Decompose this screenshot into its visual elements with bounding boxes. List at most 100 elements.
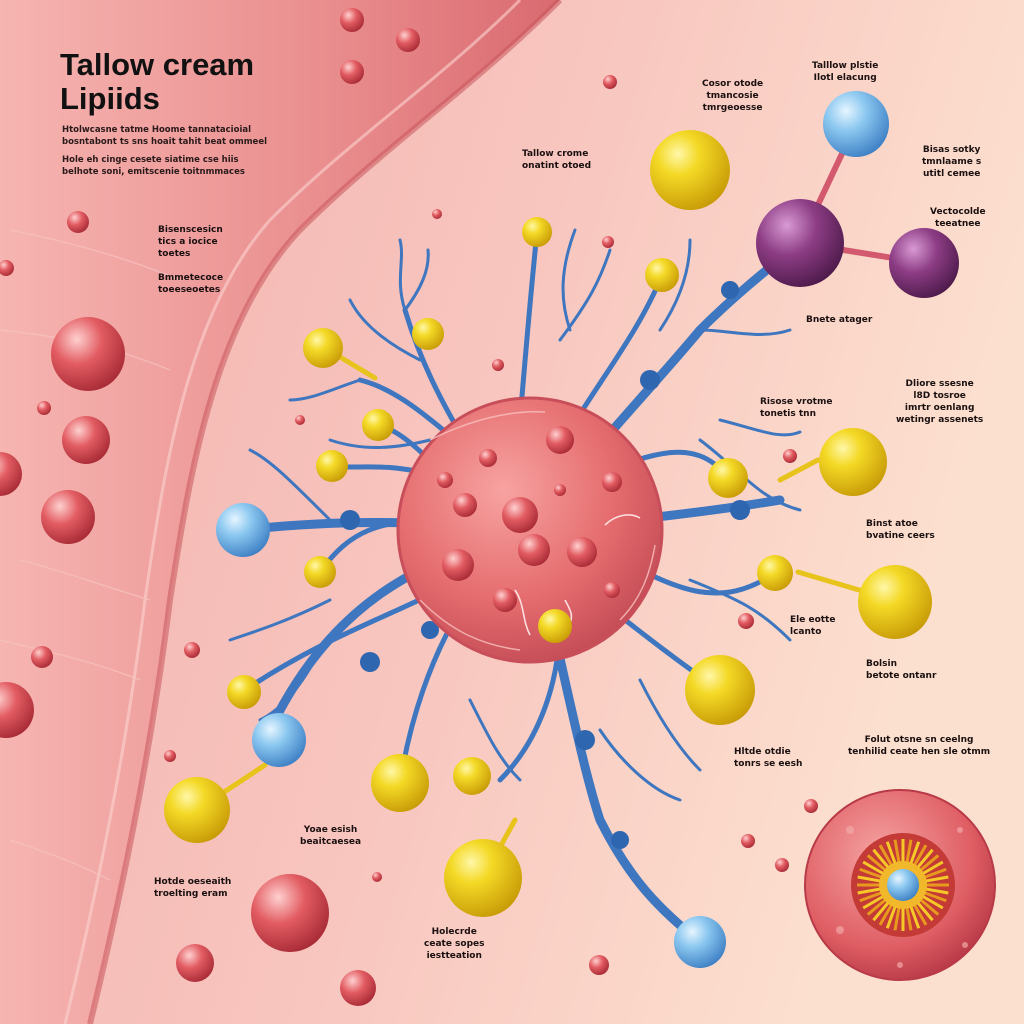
label-right-mid-4: Ele eotte lcanto xyxy=(790,614,835,638)
label-line: toetes xyxy=(158,249,191,259)
nucleus-ray xyxy=(909,841,921,865)
nucleus-ray xyxy=(923,891,947,903)
nucleus-ray xyxy=(921,894,944,910)
label-line: ceate sopes xyxy=(424,939,485,949)
label-line: Folut otsne sn ceelng xyxy=(864,735,974,745)
label-line: Ele eotte xyxy=(790,615,836,625)
page-title: Tallow cream Lipiids xyxy=(60,48,254,116)
label-line: Cosor otode xyxy=(702,79,764,89)
label-line: Vectocolde xyxy=(930,207,986,217)
nucleus-ray xyxy=(915,900,934,922)
intro-paragraph-2: Hole eh cinge cesete siatime cse hiis be… xyxy=(62,154,272,178)
nucleus-ray xyxy=(857,887,882,895)
label-bond: Bnete atager xyxy=(806,314,872,326)
sunburst-cell xyxy=(804,789,996,981)
label-top-center: Tallow crome onatint otoed xyxy=(522,148,591,172)
label-line: tenhilid ceate hen sle otmm xyxy=(848,747,991,757)
label-line: Bolsin xyxy=(866,659,897,669)
intro-line: bosntabont ts sns hoait tahit beat ommee… xyxy=(62,137,267,147)
label-line: teeatnee xyxy=(935,219,981,229)
label-right-mid-5: Bolsin betote ontanr xyxy=(866,658,936,682)
nucleus-ray xyxy=(905,906,913,931)
label-line: Tallow crome xyxy=(522,149,589,159)
nucleus-ray xyxy=(885,905,897,929)
label-line: tonetis tnn xyxy=(760,409,816,419)
nucleus-ray xyxy=(918,854,940,873)
label-right-mid-3: Binst atoe bvatine ceers xyxy=(866,518,935,542)
label-line: onatint otoed xyxy=(522,161,592,171)
title-line-1: Tallow cream xyxy=(60,47,255,82)
label-line: Risose vrotme xyxy=(760,397,833,407)
label-bottom-left: Hotde oeseaith troelting eram xyxy=(154,876,231,900)
label-bottom-center: Holecrde ceate sopes iestteation xyxy=(424,926,485,962)
label-line: Hltde otdie xyxy=(734,747,791,757)
label-line: Bisenscesicn xyxy=(158,225,223,235)
label-far-right-mid: Vectocolde teeatnee xyxy=(930,206,986,230)
label-line: l8D tosroe xyxy=(913,391,966,401)
tissue-fibers xyxy=(0,229,181,881)
red-spheres xyxy=(0,317,376,1006)
nucleus-ray xyxy=(923,867,947,879)
label-line: wetingr assenets xyxy=(896,415,984,425)
label-right-mid-2: Dliore ssesne l8D tosroe imrtr oenlang w… xyxy=(896,378,983,426)
nucleus-ray xyxy=(921,860,944,876)
nucleus-ray xyxy=(915,848,934,870)
nucleus-ray xyxy=(924,887,949,895)
label-line: utitl cemee xyxy=(922,169,981,179)
nucleus-ray xyxy=(862,860,885,876)
label-line: Ilotl elacung xyxy=(813,73,877,83)
nucleus-ray xyxy=(859,867,883,879)
nucleus-ray xyxy=(918,897,940,916)
label-line: Holecrde xyxy=(431,927,477,937)
nucleus-ray xyxy=(859,891,883,903)
intro-paragraph-1: Htolwcasne tatme Hoome tannatacioial bos… xyxy=(62,124,272,148)
label-line: Bnete atager xyxy=(806,315,873,325)
label-center-lower-right: Hltde otdie tonrs se eesh xyxy=(734,746,802,770)
blue-lipids xyxy=(216,91,889,968)
tissue-inner-edge xyxy=(63,0,522,1024)
nucleus-ray xyxy=(912,844,928,867)
label-line: imrtr oenlang xyxy=(904,403,975,413)
label-line: Binst atoe xyxy=(866,519,918,529)
label-line: toeeseoetes xyxy=(158,285,221,295)
label-left-lower: Bmmetecoce toeeseoetes xyxy=(158,272,223,296)
purple-molecule xyxy=(756,199,959,298)
label-line: tics a iocice xyxy=(158,237,218,247)
small-red-dots xyxy=(0,8,818,975)
label-line: Hotde oeseaith xyxy=(154,877,232,887)
label-line: Yoae esish xyxy=(303,825,358,835)
intro-line: belhote soni, emitscenie toitnmmaces xyxy=(62,167,245,177)
label-line: tmnlaame s xyxy=(922,157,982,167)
nucleus-ray xyxy=(872,900,891,922)
label-line: lcanto xyxy=(790,627,822,637)
nucleus-ray xyxy=(862,894,885,910)
label-left-upper: Bisenscesicn tics a iocice toetes xyxy=(158,224,223,260)
label-far-right-lower: Folut otsne sn ceelng tenhilid ceate hen… xyxy=(848,734,990,758)
nucleus-ray xyxy=(878,903,894,926)
label-line: Bisas sotky xyxy=(922,145,981,155)
label-top-right: Talllow plstie Ilotl elacung xyxy=(812,60,878,84)
label-line: tmrgeoesse xyxy=(702,103,763,113)
nucleus-ray xyxy=(866,897,888,916)
label-line: bvatine ceers xyxy=(866,531,935,541)
nucleus-ray xyxy=(912,903,928,926)
label-far-right-top: Bisas sotky tmnlaame s utitl cemee xyxy=(922,144,981,180)
nucleus-ray xyxy=(878,844,894,867)
tissue-edge xyxy=(87,0,563,1024)
label-line: beaitcaesea xyxy=(300,837,362,847)
label-line: tonrs se eesh xyxy=(734,759,803,769)
nucleus-ray xyxy=(885,841,897,865)
nucleus-ray xyxy=(866,854,888,873)
nucleus-ray xyxy=(909,905,921,929)
central-cell xyxy=(396,396,664,664)
nucleus-ray xyxy=(905,839,913,864)
nucleus-ray xyxy=(893,839,901,864)
label-line: tmancosie xyxy=(706,91,759,101)
label-center-lower-left: Yoae esish beaitcaesea xyxy=(300,824,361,848)
title-line-2: Lipiids xyxy=(60,81,160,116)
label-line: betote ontanr xyxy=(866,671,937,681)
label-right-mid-1: Risose vrotme tonetis tnn xyxy=(760,396,832,420)
label-line: troelting eram xyxy=(154,889,228,899)
label-line: Dliore ssesne xyxy=(905,379,974,389)
